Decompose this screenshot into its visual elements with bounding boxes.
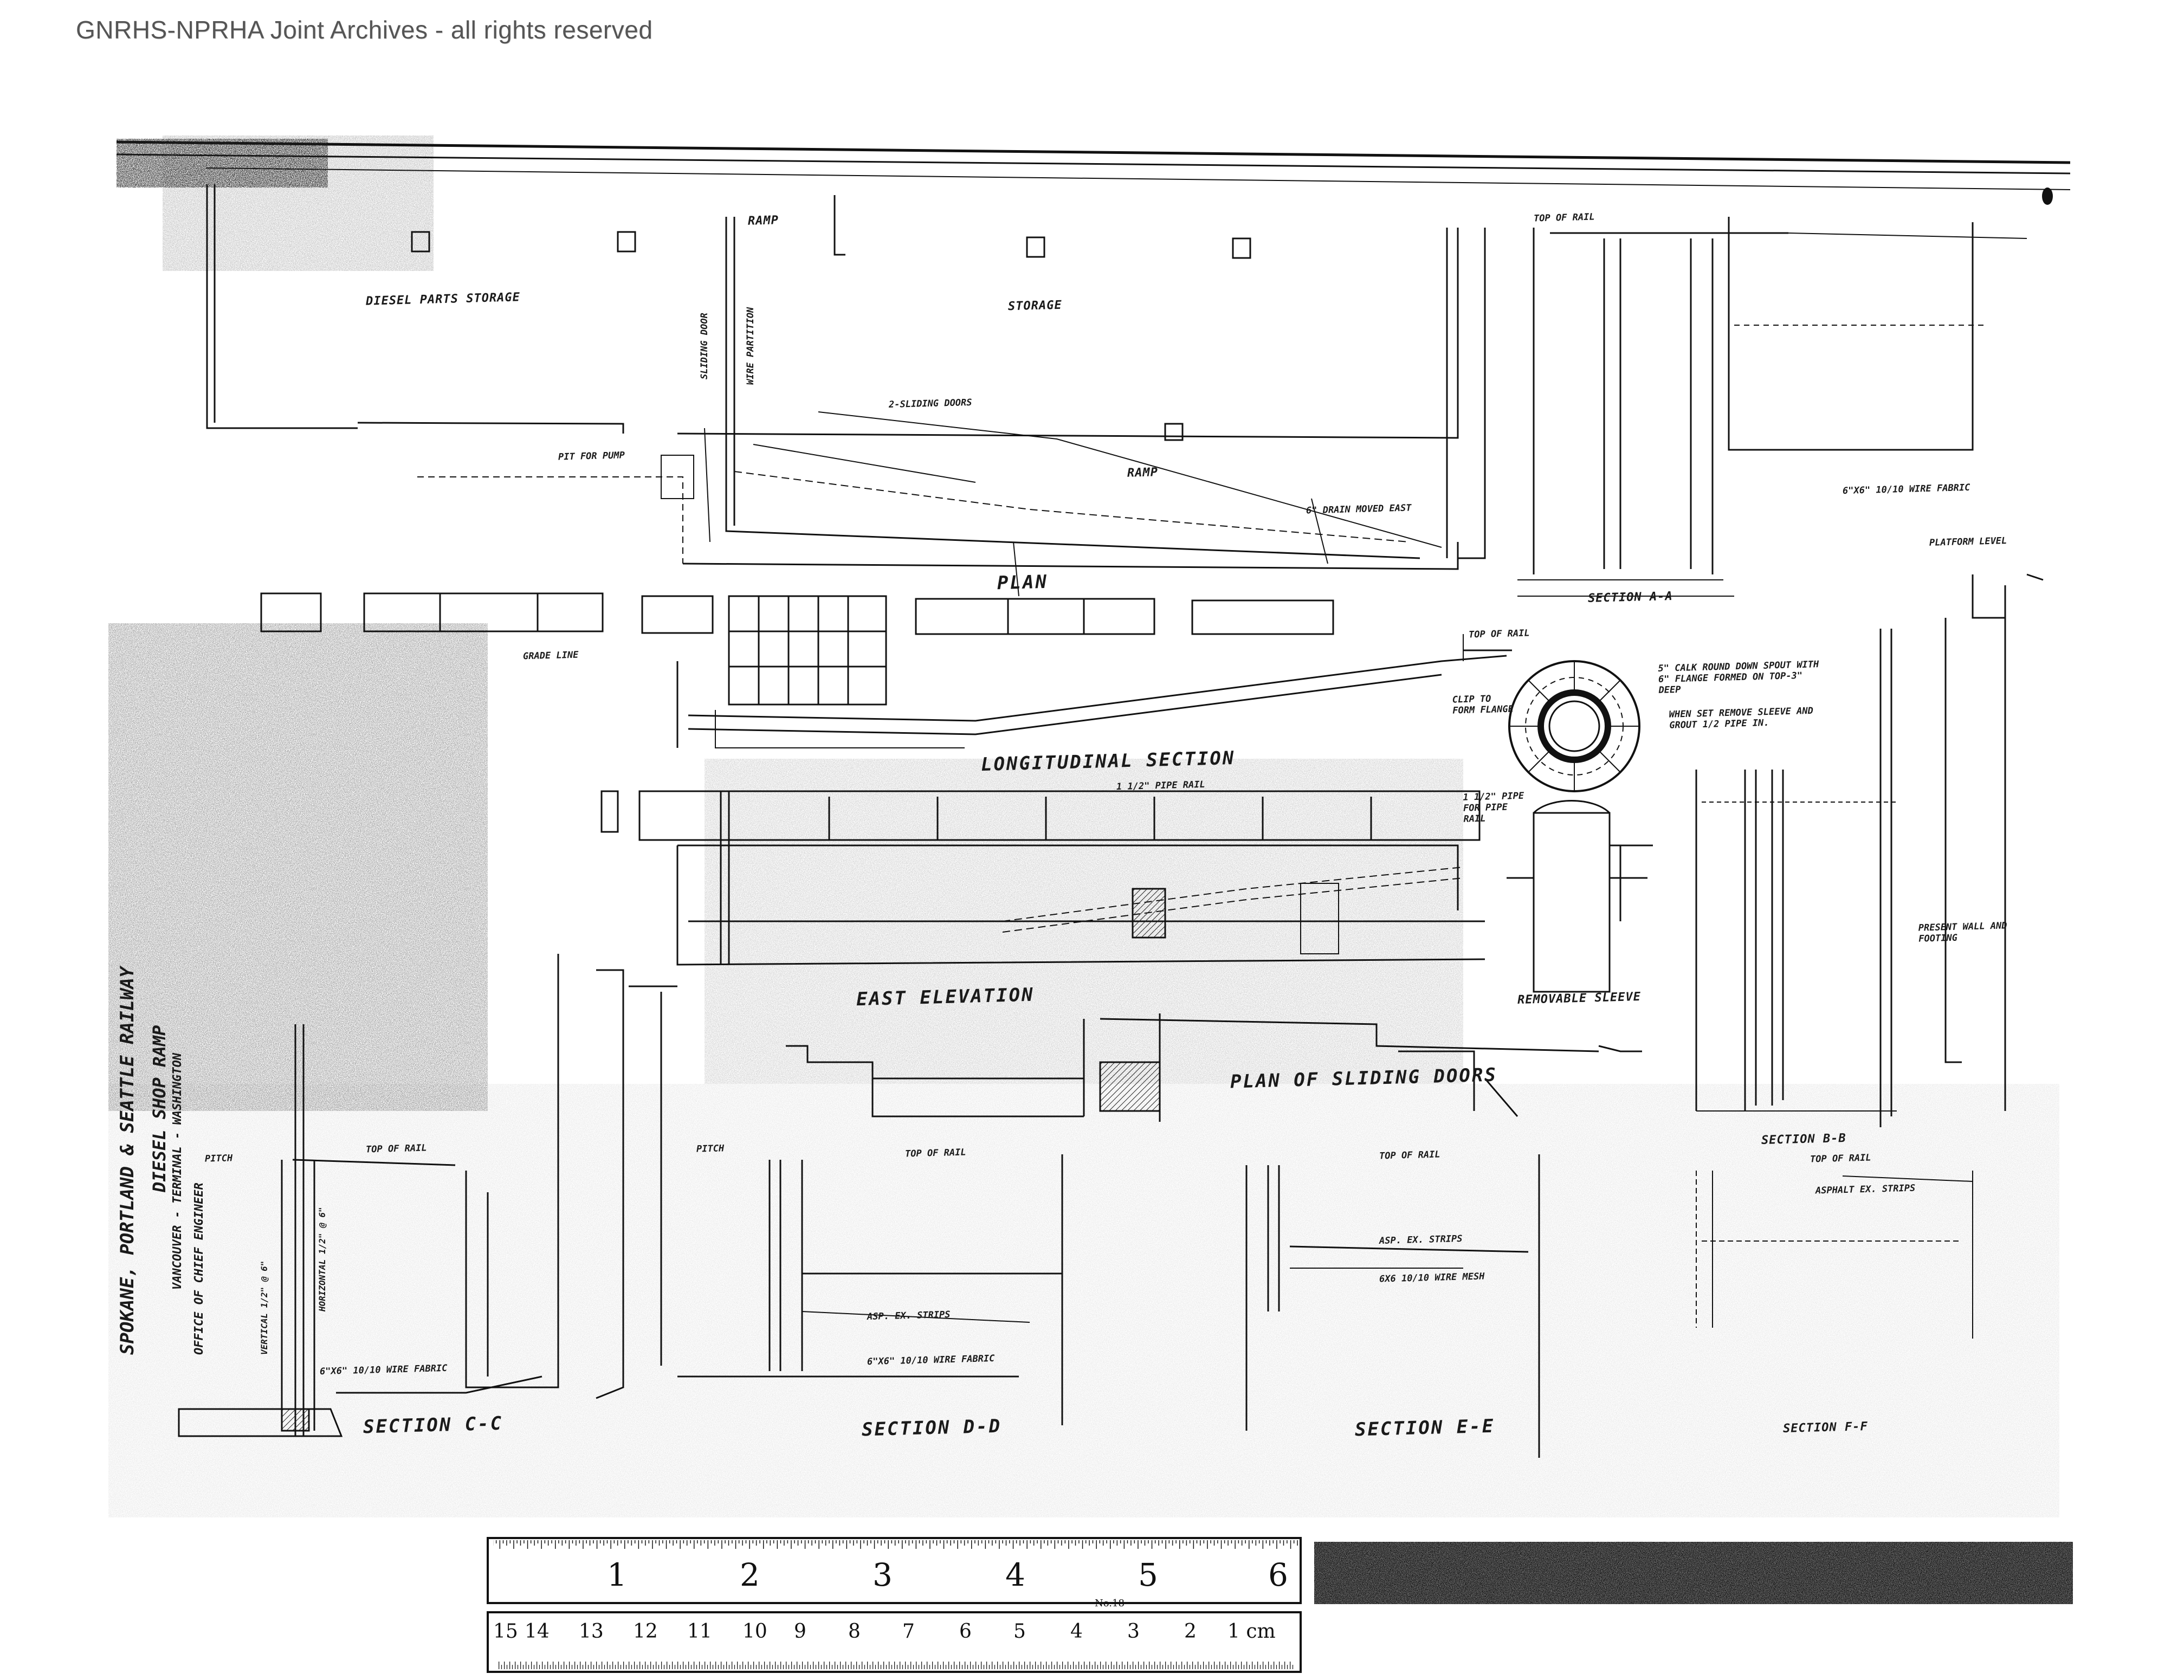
label-section-ff: SECTION F-F [1782, 1419, 1869, 1436]
section-aa-drawing [1517, 217, 2027, 597]
label-pitch-dd: PITCH [696, 1143, 725, 1155]
label-asphalt-ee: ASP. EX. STRIPS [1379, 1233, 1463, 1247]
ruler-cm-7: 7 [902, 1620, 915, 1643]
ruler-cm-15: 15 [493, 1620, 518, 1643]
section-ee-drawing [1245, 1154, 1540, 1458]
label-pitch-cc: PITCH [204, 1153, 233, 1165]
label-top-of-rail-dd: TOP OF RAIL [904, 1147, 966, 1160]
ruler-cm-8: 8 [848, 1620, 861, 1643]
label-ramp-top: RAMP [747, 214, 779, 228]
ruler-inch-2: 2 [740, 1556, 760, 1593]
label-horizontal-bars: HORIZONTAL 1/2" @ 6" [317, 1207, 327, 1311]
label-section-dd: SECTION D-D [861, 1415, 1002, 1441]
reproduction-stamp [1314, 1542, 2073, 1604]
scan-noise [108, 135, 2059, 1517]
label-asphalt-dd: ASP. EX. STRIPS [867, 1309, 951, 1323]
label-section-ee: SECTION E-E [1354, 1415, 1495, 1441]
plan-view [206, 184, 1486, 597]
label-sliding-door: SLIDING DOOR [699, 313, 710, 379]
section-dd-drawing [677, 1154, 1063, 1425]
top-wall [116, 139, 2071, 205]
label-top-of-rail-aa: TOP OF RAIL [1533, 211, 1595, 224]
ruler-inch-1: 1 [607, 1556, 627, 1593]
ruler-cm-10: 10 [742, 1620, 767, 1643]
ruler-cm-unit: 1 cm [1227, 1620, 1276, 1643]
label-vertical-bars: VERTICAL 1/2" @ 6" [259, 1261, 269, 1355]
ruler-inch-5: 5 [1138, 1556, 1158, 1593]
ruler-cm-4: 4 [1070, 1620, 1083, 1643]
section-ff-drawing [1696, 1171, 1973, 1339]
label-top-of-rail-cc: TOP OF RAIL [365, 1142, 427, 1155]
ruler-cm-2: 2 [1184, 1620, 1197, 1643]
label-section-cc: SECTION C-C [363, 1412, 503, 1438]
label-storage: STORAGE [1007, 298, 1063, 314]
label-section-aa: SECTION A-A [1587, 589, 1673, 606]
scale-ruler [487, 1537, 1302, 1673]
label-grade-line: GRADE LINE [522, 649, 579, 662]
label-present-wall: PRESENT WALL AND FOOTING [1918, 920, 2007, 945]
ruler-inch-4: 4 [1005, 1556, 1025, 1593]
ruler-cm-3: 3 [1127, 1620, 1140, 1643]
down-spout-detail [1508, 660, 1640, 792]
ruler-cm-9: 9 [794, 1620, 806, 1643]
title-office: OFFICE OF CHIEF ENGINEER [192, 1183, 206, 1355]
label-platform-level: PLATFORM LEVEL [1929, 535, 2007, 548]
windows-row [260, 592, 1334, 706]
label-plan: PLAN [997, 571, 1049, 595]
label-pit-for-pump: PIT FOR PUMP [558, 450, 625, 463]
plan-sliding-doors [786, 1013, 1642, 1122]
ruler-inch-3: 3 [873, 1556, 893, 1593]
label-calk-note: 5" CALK ROUND DOWN SPOUT WITH 6" FLANGE … [1658, 659, 1819, 696]
label-top-of-rail-bb: TOP OF RAIL [1810, 1152, 1871, 1165]
title-railway: SPOKANE, PORTLAND & SEATTLE RAILWAY [117, 966, 138, 1355]
section-cc-drawing [178, 954, 677, 1437]
ruler-cm-14: 14 [525, 1620, 550, 1643]
ruler-cm-13: 13 [579, 1620, 604, 1643]
label-pipe-for-pipe-rail: 1 1/2" PIPE FOR PIPE RAIL [1463, 790, 1524, 825]
removable-sleeve [1507, 800, 1653, 993]
title-drawing: DIESEL SHOP RAMP [149, 1025, 170, 1192]
ruler-cm-5: 5 [1013, 1620, 1026, 1643]
ruler-cm-12: 12 [633, 1620, 658, 1643]
label-pipe-rail: 1 1/2" PIPE RAIL [1116, 779, 1205, 793]
label-sliding-doors-2: 2-SLIDING DOORS [888, 397, 972, 411]
label-wire-partition: WIRE PARTITION [745, 307, 756, 385]
label-clip-form-flange: CLIP TO FORM FLANGE [1452, 693, 1514, 716]
ruler-model: No.18 [1095, 1598, 1125, 1609]
section-bb-drawing [1695, 770, 1897, 1112]
ruler-cm-11: 11 [687, 1620, 712, 1643]
label-top-of-rail-long: TOP OF RAIL [1468, 628, 1530, 641]
label-ramp: RAMP [1127, 466, 1159, 480]
platform-wall [1879, 573, 2044, 1127]
archive-watermark: GNRHS-NPRHA Joint Archives - all rights … [76, 16, 653, 44]
east-elevation [600, 790, 1485, 966]
longitudinal-section [676, 634, 1512, 748]
ruler-cm-6: 6 [959, 1620, 972, 1643]
label-top-of-rail-ee: TOP OF RAIL [1379, 1149, 1440, 1162]
title-location: VANCOUVER - TERMINAL - WASHINGTON [171, 1052, 184, 1290]
label-section-bb: SECTION B-B [1761, 1131, 1847, 1148]
label-sleeve-note: WHEN SET REMOVE SLEEVE AND GROUT 1/2 PIP… [1669, 705, 1814, 731]
ruler-inch-6: 6 [1268, 1556, 1288, 1593]
